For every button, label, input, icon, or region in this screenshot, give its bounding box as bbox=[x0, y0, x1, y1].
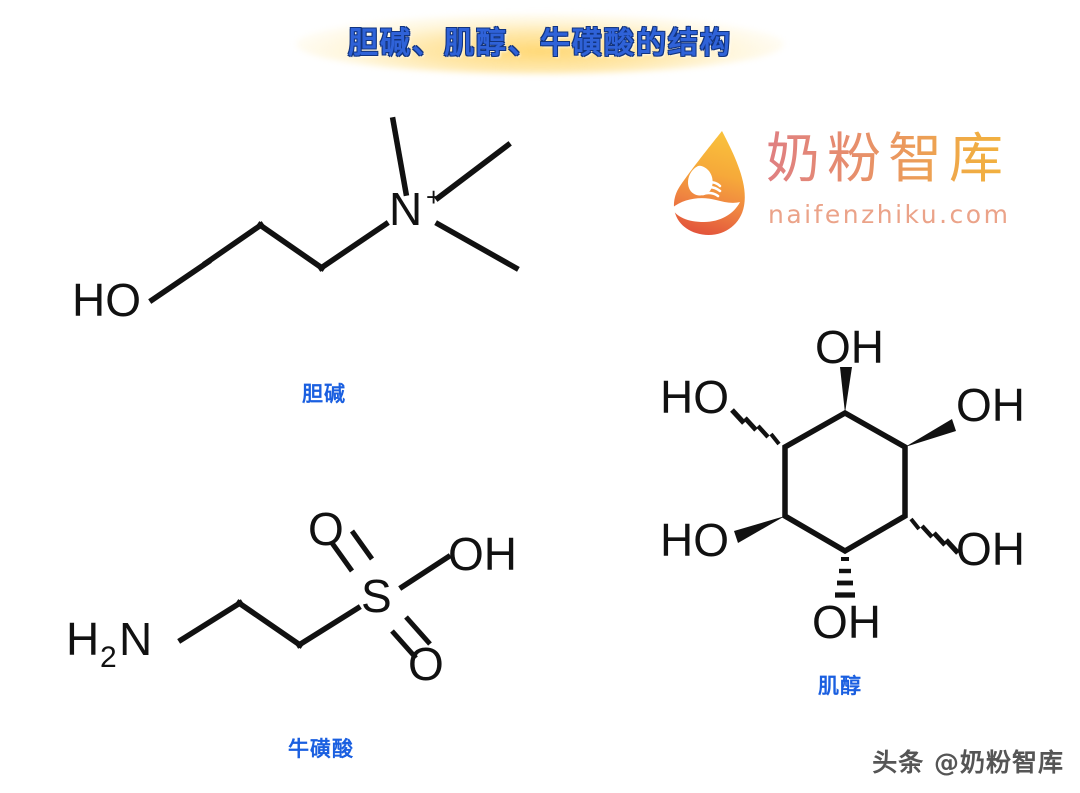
bond-ho-c1 bbox=[148, 258, 212, 304]
bond-n-c1 bbox=[177, 599, 244, 644]
taurine-label-n: N bbox=[119, 613, 152, 665]
droplet-baby-hand-icon bbox=[662, 128, 760, 238]
bond-s-o-top-b bbox=[349, 529, 375, 561]
taurine-label-s: S bbox=[361, 570, 392, 622]
hash-upper-left-ho bbox=[730, 408, 781, 446]
inositol-label-lower-right: OH bbox=[956, 523, 1025, 575]
taurine-label-h: H bbox=[66, 613, 99, 665]
watermark-text: 头条 @奶粉智库 bbox=[872, 748, 1064, 777]
wedge-lower-left-ho bbox=[734, 516, 785, 543]
bond-c2-s bbox=[295, 604, 362, 649]
bond-s-oh bbox=[398, 553, 452, 591]
finger-strokes bbox=[701, 180, 722, 198]
bond-n-methyl-lower-right bbox=[434, 220, 520, 272]
bond-s-o-bottom-a bbox=[404, 615, 432, 646]
caption-taurine: 牛磺酸 bbox=[288, 737, 354, 761]
caption-inositol: 肌醇 bbox=[818, 674, 862, 698]
inositol-structure: OH OH HO HO OH OH bbox=[660, 321, 1050, 648]
wedge-top-oh bbox=[840, 367, 852, 413]
hash-lower-right-oh bbox=[909, 517, 960, 555]
choline-label-charge: + bbox=[426, 182, 441, 212]
taurine-label-o-top: O bbox=[308, 503, 344, 555]
hash-bottom-oh bbox=[835, 557, 855, 598]
inositol-label-lower-left: HO bbox=[660, 514, 729, 566]
taurine-structure: H 2 N O S O OH bbox=[56, 495, 556, 695]
bond-s-o-top-a bbox=[329, 541, 355, 573]
inositol-label-upper-right: OH bbox=[956, 379, 1025, 431]
inositol-label-top: OH bbox=[815, 321, 884, 373]
bond-n-methyl-upper-right bbox=[434, 141, 512, 202]
taurine-label-o-bottom: O bbox=[408, 638, 444, 690]
page-title: 胆碱、肌醇、牛磺酸的结构 bbox=[348, 26, 732, 61]
wedge-upper-right-oh bbox=[905, 419, 956, 447]
choline-diagram: HO N + bbox=[72, 116, 520, 326]
inositol-diagram: OH OH HO HO OH OH bbox=[660, 321, 1025, 648]
inositol-ring bbox=[782, 409, 908, 555]
bond-c1-c2 bbox=[202, 221, 265, 267]
bond-c3-n bbox=[317, 220, 390, 272]
page-title-banner: 胆碱、肌醇、牛磺酸的结构 bbox=[0, 8, 1080, 74]
choline-structure: HO N + bbox=[56, 100, 556, 340]
bond-n-methyl-up bbox=[389, 116, 410, 197]
taurine-label-h-sub: 2 bbox=[100, 641, 117, 674]
brand-name-cn: 奶粉智库 bbox=[766, 127, 1010, 190]
cradling-hand bbox=[672, 198, 740, 222]
taurine-label-oh: OH bbox=[448, 528, 517, 580]
bond-s-o-bottom-b bbox=[390, 629, 418, 660]
droplet-icon-svg bbox=[672, 131, 745, 235]
choline-label-n: N bbox=[389, 183, 422, 235]
choline-label-ho: HO bbox=[72, 274, 141, 326]
caption-choline: 胆碱 bbox=[302, 382, 346, 406]
inositol-label-upper-left: HO bbox=[660, 371, 729, 423]
bond-c1-c2 bbox=[235, 599, 304, 649]
inositol-label-bottom: OH bbox=[812, 596, 881, 648]
taurine-diagram: H 2 N O S O OH bbox=[66, 503, 517, 690]
brand-domain: naifenzhiku.com bbox=[768, 200, 1011, 229]
brand-logo[interactable]: 奶粉智库 naifenzhiku.com bbox=[662, 126, 1034, 244]
bond-c2-c3 bbox=[256, 221, 326, 272]
